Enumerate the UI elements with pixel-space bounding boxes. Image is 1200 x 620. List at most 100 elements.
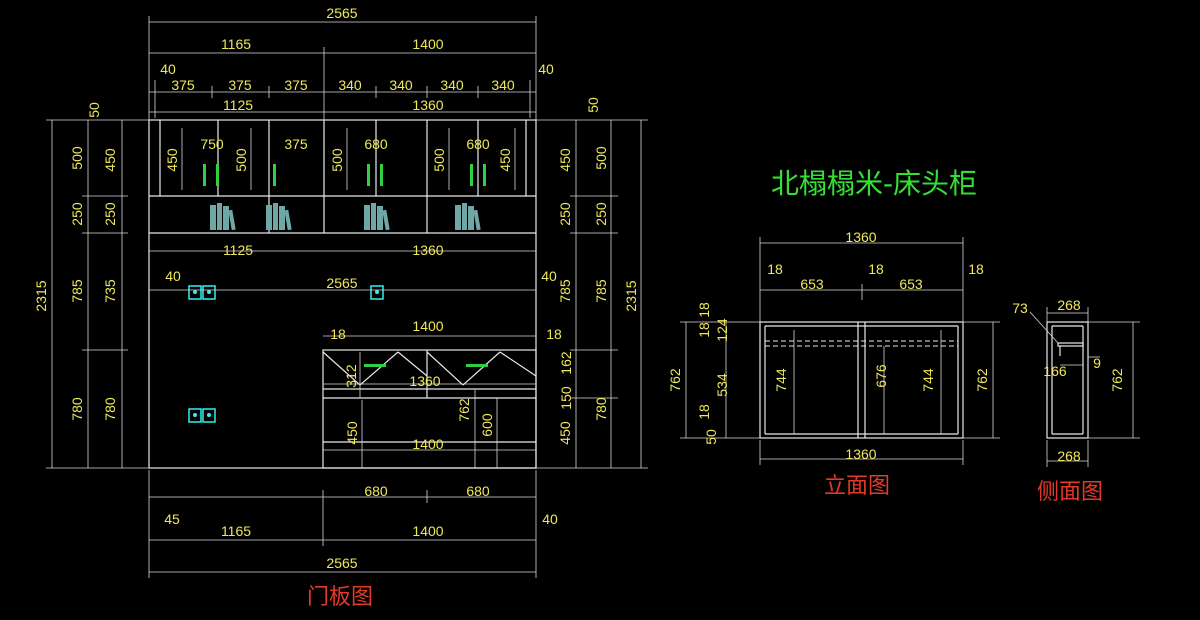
dim-bottom-left-total: 1165	[221, 523, 251, 539]
dim-total-height-right: 2315	[623, 280, 639, 311]
dim-lower-height: 762	[456, 398, 472, 422]
dim-shelf-left: 1125	[223, 242, 253, 258]
dim-bottom-offset-right: 40	[542, 511, 558, 527]
dim-door-height: 500	[431, 148, 447, 172]
elev-dim-left-part: 18	[696, 404, 712, 420]
elev-dim-gap-mid: 18	[868, 261, 884, 277]
dim-left-inner: 735	[102, 279, 118, 303]
door-handle	[483, 164, 486, 186]
elev-dim-inner-right: 744	[920, 368, 936, 392]
dim-side-offset-left: 40	[165, 268, 181, 284]
elev-dim-left-part: 18	[696, 322, 712, 338]
dim-total-height-left: 2315	[33, 280, 49, 311]
dim-right-inner: 450	[557, 421, 573, 445]
drawer-handle	[466, 364, 488, 367]
dim-offset-right-top: 40	[538, 61, 554, 77]
dim-gap-left: 18	[330, 326, 346, 342]
book-icon	[455, 203, 481, 231]
drawer-handle	[364, 364, 386, 367]
dim-door-height: 450	[497, 148, 513, 172]
elev-dim-inner-mid: 676	[873, 364, 889, 388]
power-socket-icon	[188, 408, 216, 423]
side-dim-depth-top: 268	[1057, 297, 1081, 313]
dim-cab-width: 375	[284, 136, 308, 152]
power-socket-icon	[188, 285, 216, 300]
elev-dim-left-part: 124	[714, 318, 730, 342]
power-socket-icon	[370, 285, 384, 300]
dim-door-height: 450	[164, 148, 180, 172]
side-dim-height: 762	[1109, 368, 1125, 392]
dim-shelf-right: 1360	[412, 242, 443, 258]
dim-left-inner: 250	[102, 202, 118, 226]
dim-lower-cab-width: 1400	[412, 318, 443, 334]
dim-cab-width: 750	[200, 136, 224, 152]
door-handle	[470, 164, 473, 186]
dim-right-inner: 450	[557, 148, 573, 172]
elev-dim-gap-right: 18	[968, 261, 984, 277]
dim-inner-right-top: 1360	[412, 97, 443, 113]
elev-dim-bottom: 1360	[845, 446, 876, 462]
dim-door-width: 375	[284, 77, 308, 93]
dim-right-inner: 785	[557, 279, 573, 303]
elev-dim-right-total: 762	[974, 368, 990, 392]
side-dim-thin: 9	[1093, 355, 1101, 371]
elev-dim-bay-left: 653	[800, 276, 824, 292]
dim-door-width: 340	[440, 77, 464, 93]
elev-dim-left-total: 762	[667, 368, 683, 392]
dim-inner-left-top: 1125	[223, 97, 253, 113]
dim-bottom-door: 680	[364, 483, 388, 499]
door-panel-title: 门板图	[307, 585, 373, 610]
elevation-view: 1360 18 18 18 653 653 762 18 18 124 534 …	[667, 229, 1000, 499]
dim-right-outer: 250	[593, 202, 609, 226]
dim-door-height: 500	[233, 148, 249, 172]
elev-dim-left-part: 50	[703, 429, 719, 445]
dim-door-width: 340	[491, 77, 515, 93]
elev-dim-inner-left: 744	[773, 368, 789, 392]
dim-right-outer: 785	[593, 279, 609, 303]
side-view: 268 73 166 9 762 268 侧面图	[1012, 297, 1140, 505]
dim-leg-height: 450	[344, 421, 360, 445]
drawing-title: 北榻榻米-床头柜	[771, 167, 977, 200]
dim-right-outer: 780	[593, 397, 609, 421]
dim-left-outer: 780	[69, 397, 85, 421]
elev-dim-top: 1360	[845, 229, 876, 245]
dim-left-inner: 780	[102, 397, 118, 421]
dim-right-top-gap: 50	[585, 97, 601, 113]
dim-door-width: 375	[228, 77, 252, 93]
dim-left-outer: 785	[69, 279, 85, 303]
elev-dim-left-part: 18	[696, 302, 712, 318]
dim-left-outer: 250	[69, 202, 85, 226]
dim-left-inner: 450	[102, 148, 118, 172]
dim-door-height: 500	[329, 148, 345, 172]
side-title: 侧面图	[1037, 480, 1103, 505]
dim-bottom-right-total: 1400	[412, 523, 443, 539]
elev-dim-gap-left: 18	[767, 261, 783, 277]
door-handle	[273, 164, 276, 186]
dim-drawer-inner: 1360	[409, 373, 440, 389]
dim-right-inner: 250	[557, 202, 573, 226]
door-handle	[367, 164, 370, 186]
dim-right-150: 150	[558, 386, 574, 410]
dim-top-gap: 50	[86, 102, 102, 118]
door-panel-drawing: 2565 1165 1400 40 40 375 375 375 340 340…	[33, 5, 648, 610]
dim-door-width: 340	[338, 77, 362, 93]
book-icon	[364, 203, 390, 231]
side-dim-inner: 166	[1043, 363, 1067, 379]
dim-left-outer: 500	[69, 146, 85, 170]
door-handle	[380, 164, 383, 186]
elevation-outline	[759, 321, 964, 439]
dim-cab-width: 680	[466, 136, 490, 152]
dim-side-offset-right: 40	[541, 268, 557, 284]
lower-cabinet	[322, 349, 537, 469]
elevation-title: 立面图	[824, 474, 890, 499]
elev-dim-left-part: 534	[714, 373, 730, 397]
dim-right-162: 162	[558, 351, 574, 375]
side-outline	[1046, 321, 1089, 439]
door-handle	[203, 164, 206, 186]
door-handle	[216, 164, 219, 186]
dim-bottom-offset-left: 45	[164, 511, 180, 527]
dim-right-total-top: 1400	[412, 36, 443, 52]
dim-offset-left-top: 40	[160, 61, 176, 77]
side-dim-depth-bottom: 268	[1057, 448, 1081, 464]
side-dim-offset: 73	[1012, 300, 1028, 316]
